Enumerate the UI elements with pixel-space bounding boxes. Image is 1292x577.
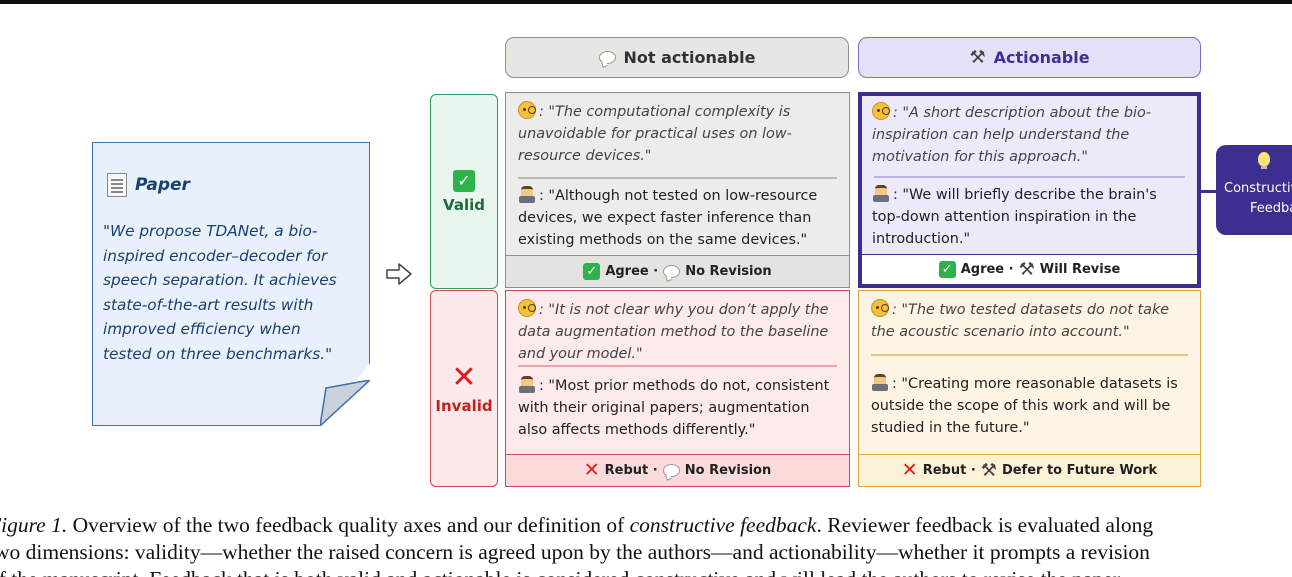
- divider: [518, 177, 837, 179]
- paper-line: inspired encoder–decoder for: [103, 246, 328, 265]
- paper-line: tested on three benchmarks.": [103, 344, 333, 363]
- check-mark-icon: ✓: [583, 263, 601, 280]
- outcome-footer: ✕ Rebut · No Revision: [506, 454, 849, 486]
- paper-card: Paper "We propose TDANet, a bio- inspire…: [92, 142, 370, 426]
- row-header-valid: ✓ Valid: [430, 94, 498, 289]
- divider: [874, 176, 1185, 178]
- badge-line-2: Feedback: [1250, 201, 1292, 216]
- cross-mark-icon: ✕: [451, 359, 477, 395]
- divider: [518, 365, 837, 367]
- reviewer-comment-text: : "A short description about the bio-ins…: [872, 105, 1152, 165]
- right-arrow-icon: [386, 263, 412, 285]
- author-icon: [518, 375, 536, 393]
- author-icon: [518, 185, 536, 203]
- hammer-wrench-icon: ⚒: [969, 46, 986, 68]
- outcome-revision: No Revision: [684, 463, 772, 478]
- author-response: : "Most prior methods do not, consistent…: [518, 375, 839, 441]
- outcome-revision: Defer to Future Work: [1001, 463, 1158, 478]
- author-response: : "We will briefly describe the brain's …: [872, 184, 1187, 250]
- outcome-agree: Agree ·: [605, 264, 659, 279]
- cross-mark-icon: ✕: [901, 459, 918, 481]
- author-icon: [872, 184, 890, 202]
- row-label-valid: Valid: [443, 195, 485, 214]
- check-mark-icon: ✓: [453, 169, 475, 192]
- speech-bubble-icon: [662, 464, 680, 477]
- outcome-footer: ✓ Agree · ⚒ Will Revise: [862, 254, 1197, 284]
- reviewer-comment: : "The two tested datasets do not take t…: [871, 299, 1190, 343]
- author-response-text: : "Although not tested on low-resource d…: [518, 188, 818, 248]
- paper-title-text: Paper: [135, 175, 190, 195]
- reviewer-comment-text: : "The two tested datasets do not take t…: [871, 302, 1170, 340]
- cell-valid-not-actionable: : "The computational complexity is unavo…: [505, 92, 850, 288]
- paper-abstract: "We propose TDANet, a bio- inspired enco…: [103, 219, 363, 366]
- paper-title: Paper: [107, 173, 190, 197]
- author-icon: [871, 373, 889, 391]
- cross-mark-icon: ✕: [583, 459, 600, 481]
- column-header-not-actionable: Not actionable: [505, 37, 849, 78]
- caption-line-1: Figure 1. Overview of the two feedback q…: [0, 512, 1292, 539]
- figure-caption: Figure 1. Overview of the two feedback q…: [0, 512, 1292, 577]
- caption-line-2: two dimensions: validity—whether the rai…: [0, 540, 1150, 564]
- author-response-text: : "Most prior methods do not, consistent…: [518, 378, 830, 438]
- caption-text: Overview of the two feedback quality axe…: [67, 513, 630, 537]
- constructive-feedback-badge: Constructive Feedback: [1216, 145, 1292, 235]
- outcome-agree: Agree ·: [960, 262, 1014, 277]
- divider: [871, 354, 1188, 356]
- caption-text-tail: . Reviewer feedback is evaluated along: [816, 513, 1154, 537]
- document-icon: [107, 173, 127, 197]
- speech-bubble-icon: [663, 265, 681, 278]
- column-header-actionable: ⚒ Actionable: [858, 37, 1201, 78]
- outcome-rebut: Rebut ·: [922, 463, 976, 478]
- outcome-revision: No Revision: [685, 264, 772, 279]
- check-mark-icon: ✓: [938, 261, 956, 278]
- speech-bubble-icon: [598, 51, 616, 64]
- cell-invalid-actionable: : "The two tested datasets do not take t…: [858, 290, 1201, 487]
- reviewer-comment-text: : "The computational complexity is unavo…: [518, 104, 792, 164]
- caption-emphasis: constructive feedback: [629, 513, 817, 537]
- hammer-wrench-icon: ⚒: [1018, 258, 1035, 280]
- reviewer-comment: : "It is not clear why you don’t apply t…: [518, 299, 839, 365]
- outcome-footer: ✓ Agree · No Revision: [506, 255, 849, 287]
- badge-connector: [1201, 190, 1217, 193]
- monocle-face-icon: [518, 299, 536, 317]
- caption-line-3: of the manuscript. Feedback that is both…: [0, 566, 1292, 577]
- badge-line-1: Constructive: [1224, 181, 1292, 196]
- paper-line: "We propose TDANet, a bio-: [103, 222, 318, 240]
- outcome-rebut: Rebut ·: [604, 463, 658, 478]
- outcome-revision: Will Revise: [1039, 262, 1121, 277]
- reviewer-comment: : "The computational complexity is unavo…: [518, 101, 839, 167]
- paper-line: speech separation. It achieves: [103, 271, 337, 289]
- column-label-not-actionable: Not actionable: [623, 48, 756, 67]
- author-response-text: : "Creating more reasonable datasets is …: [871, 376, 1178, 436]
- author-response: : "Although not tested on low-resource d…: [518, 185, 839, 251]
- paper-fold-corner: [320, 380, 370, 426]
- author-response: : "Creating more reasonable datasets is …: [871, 373, 1190, 439]
- author-response-text: : "We will briefly describe the brain's …: [872, 187, 1157, 247]
- hammer-wrench-icon: ⚒: [980, 459, 997, 481]
- paper-line: improved efficiency when: [103, 320, 301, 338]
- row-header-invalid: ✕ Invalid: [430, 290, 498, 487]
- outcome-footer: ✕ Rebut · ⚒ Defer to Future Work: [859, 454, 1200, 486]
- figure-label: Figure 1.: [0, 513, 68, 537]
- row-label-invalid: Invalid: [435, 396, 493, 415]
- cell-invalid-not-actionable: : "It is not clear why you don’t apply t…: [505, 290, 850, 487]
- monocle-face-icon: [871, 299, 889, 317]
- reviewer-comment-text: : "It is not clear why you don’t apply t…: [518, 302, 829, 362]
- column-label-actionable: Actionable: [993, 48, 1090, 67]
- cell-valid-actionable: : "A short description about the bio-ins…: [858, 92, 1201, 288]
- reviewer-comment: : "A short description about the bio-ins…: [872, 102, 1187, 168]
- top-rule: [0, 0, 1292, 4]
- paper-line: state-of-the-art results with: [103, 295, 314, 314]
- monocle-face-icon: [518, 101, 536, 119]
- monocle-face-icon: [872, 102, 890, 120]
- light-bulb-icon: [1258, 152, 1270, 169]
